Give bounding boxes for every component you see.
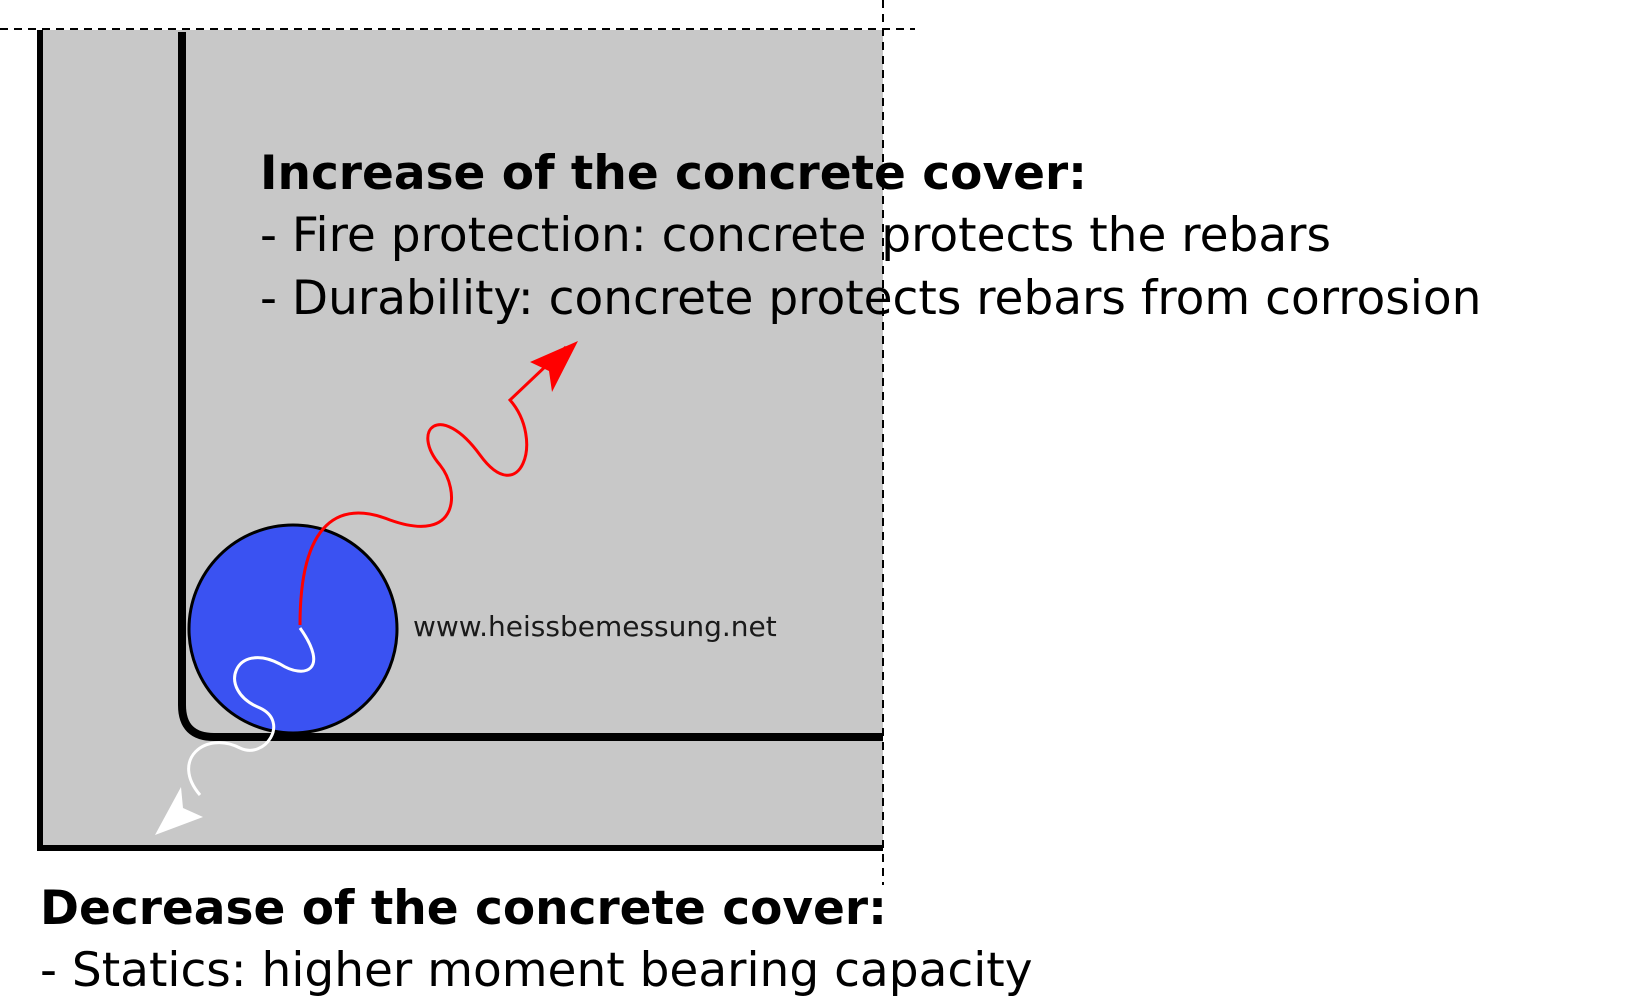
decrease-title: Decrease of the concrete cover: <box>40 881 887 936</box>
decrease-arrowhead <box>155 787 203 835</box>
increase-item-fire: - Fire protection: concrete protects the… <box>260 208 1331 263</box>
decrease-arrow-path <box>187 627 316 796</box>
increase-item-durability: - Durability: concrete protects rebars f… <box>260 271 1481 326</box>
increase-arrowhead <box>530 341 578 392</box>
rebar <box>187 523 399 735</box>
watermark-text: www.heissbemessung.net <box>413 610 777 643</box>
increase-arrow-path <box>298 345 568 626</box>
decrease-item-statics: - Statics: higher moment bearing capacit… <box>40 943 1033 998</box>
concrete-outline <box>37 30 883 851</box>
increase-title: Increase of the concrete cover: <box>260 146 1087 201</box>
stirrup <box>178 32 883 741</box>
